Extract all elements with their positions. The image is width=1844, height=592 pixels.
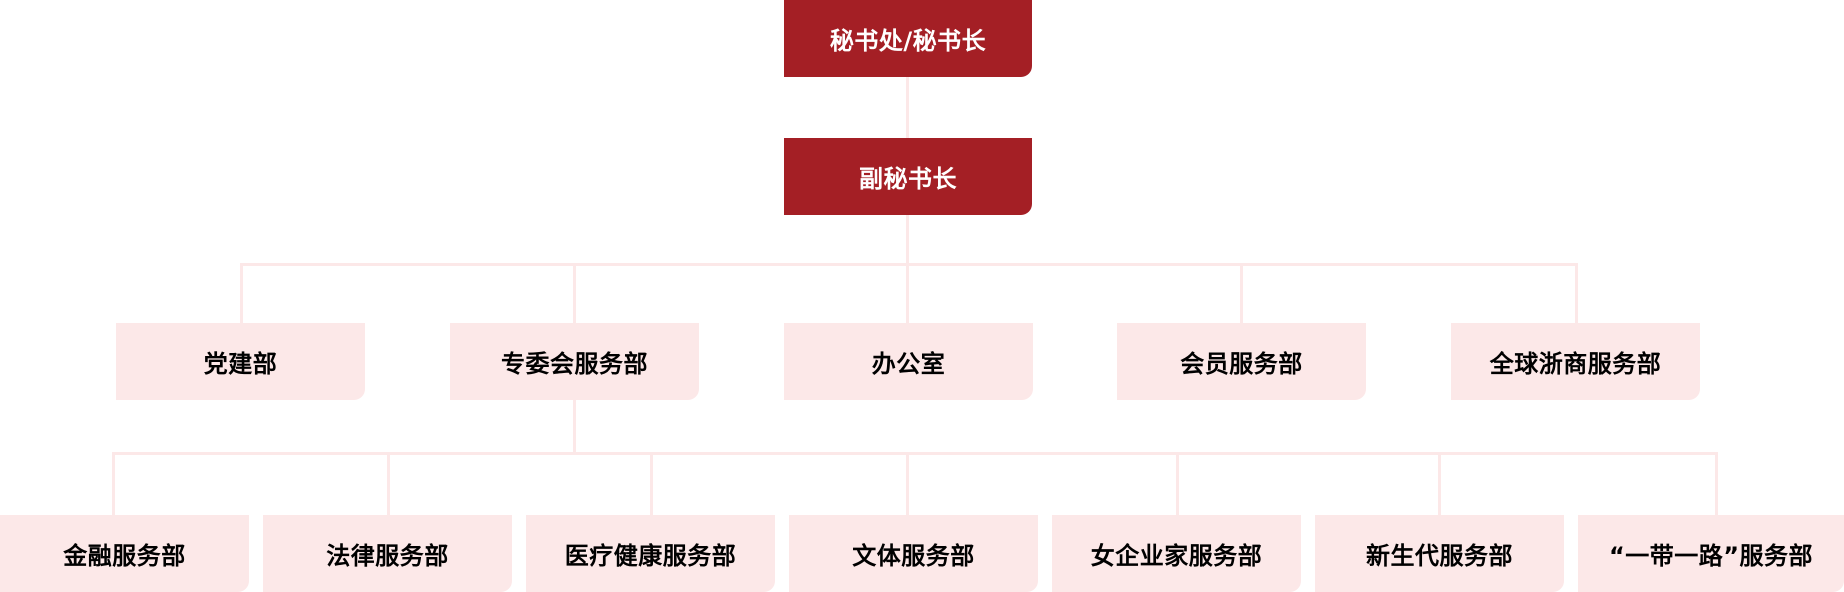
connector-unit-drop-7 bbox=[1715, 452, 1718, 515]
box-secretariat: 秘书处/秘书长 bbox=[784, 0, 1032, 77]
connector-unit-drop-1 bbox=[112, 452, 115, 515]
department-label: 党建部 bbox=[203, 350, 278, 378]
connector-deputy-trunk bbox=[906, 215, 909, 265]
connector-unit-drop-2 bbox=[387, 452, 390, 515]
box-committee-unit: 金融服务部 bbox=[0, 515, 249, 592]
box-committee-unit: 法律服务部 bbox=[263, 515, 512, 592]
connector-unit-drop-5 bbox=[1176, 452, 1179, 515]
unit-label: 金融服务部 bbox=[63, 542, 186, 570]
department-label: 专委会服务部 bbox=[501, 350, 648, 378]
department-label: 全球浙商服务部 bbox=[1489, 350, 1662, 378]
box-committee-unit: 新生代服务部 bbox=[1315, 515, 1564, 592]
connector-drop-3 bbox=[906, 263, 909, 323]
connector-drop-2 bbox=[573, 263, 576, 323]
box-department: 专委会服务部 bbox=[450, 323, 699, 400]
department-label: 会员服务部 bbox=[1180, 350, 1303, 378]
box-committee-unit: 女企业家服务部 bbox=[1052, 515, 1301, 592]
box-committee-unit: “一带一路”服务部 bbox=[1578, 515, 1844, 592]
connector-drop-4 bbox=[1240, 263, 1243, 323]
connector-unit-drop-3 bbox=[650, 452, 653, 515]
box-department: 会员服务部 bbox=[1117, 323, 1366, 400]
box-secretariat-label: 秘书处/秘书长 bbox=[829, 27, 987, 55]
box-committee-unit: 文体服务部 bbox=[789, 515, 1038, 592]
box-department: 办公室 bbox=[784, 323, 1033, 400]
department-label: 办公室 bbox=[871, 350, 946, 378]
box-deputy-secretary-general: 副秘书长 bbox=[784, 138, 1032, 215]
unit-label: 女企业家服务部 bbox=[1090, 542, 1263, 570]
box-department: 党建部 bbox=[116, 323, 365, 400]
unit-label: 新生代服务部 bbox=[1366, 542, 1513, 570]
unit-label: 法律服务部 bbox=[326, 542, 449, 570]
unit-label: “一带一路”服务部 bbox=[1608, 542, 1814, 570]
connector-drop-1 bbox=[240, 263, 243, 323]
connector-secretariat-deputy bbox=[906, 77, 909, 138]
box-department: 全球浙商服务部 bbox=[1451, 323, 1700, 400]
connector-units-bus bbox=[112, 452, 1717, 455]
connector-departments-bus bbox=[240, 263, 1578, 266]
box-committee-unit: 医疗健康服务部 bbox=[526, 515, 775, 592]
connector-committee-trunk bbox=[573, 400, 576, 454]
connector-unit-drop-4 bbox=[906, 452, 909, 515]
connector-unit-drop-6 bbox=[1438, 452, 1441, 515]
unit-label: 医疗健康服务部 bbox=[564, 542, 737, 570]
box-deputy-label: 副秘书长 bbox=[859, 165, 957, 193]
connector-drop-5 bbox=[1575, 263, 1578, 323]
unit-label: 文体服务部 bbox=[852, 542, 975, 570]
